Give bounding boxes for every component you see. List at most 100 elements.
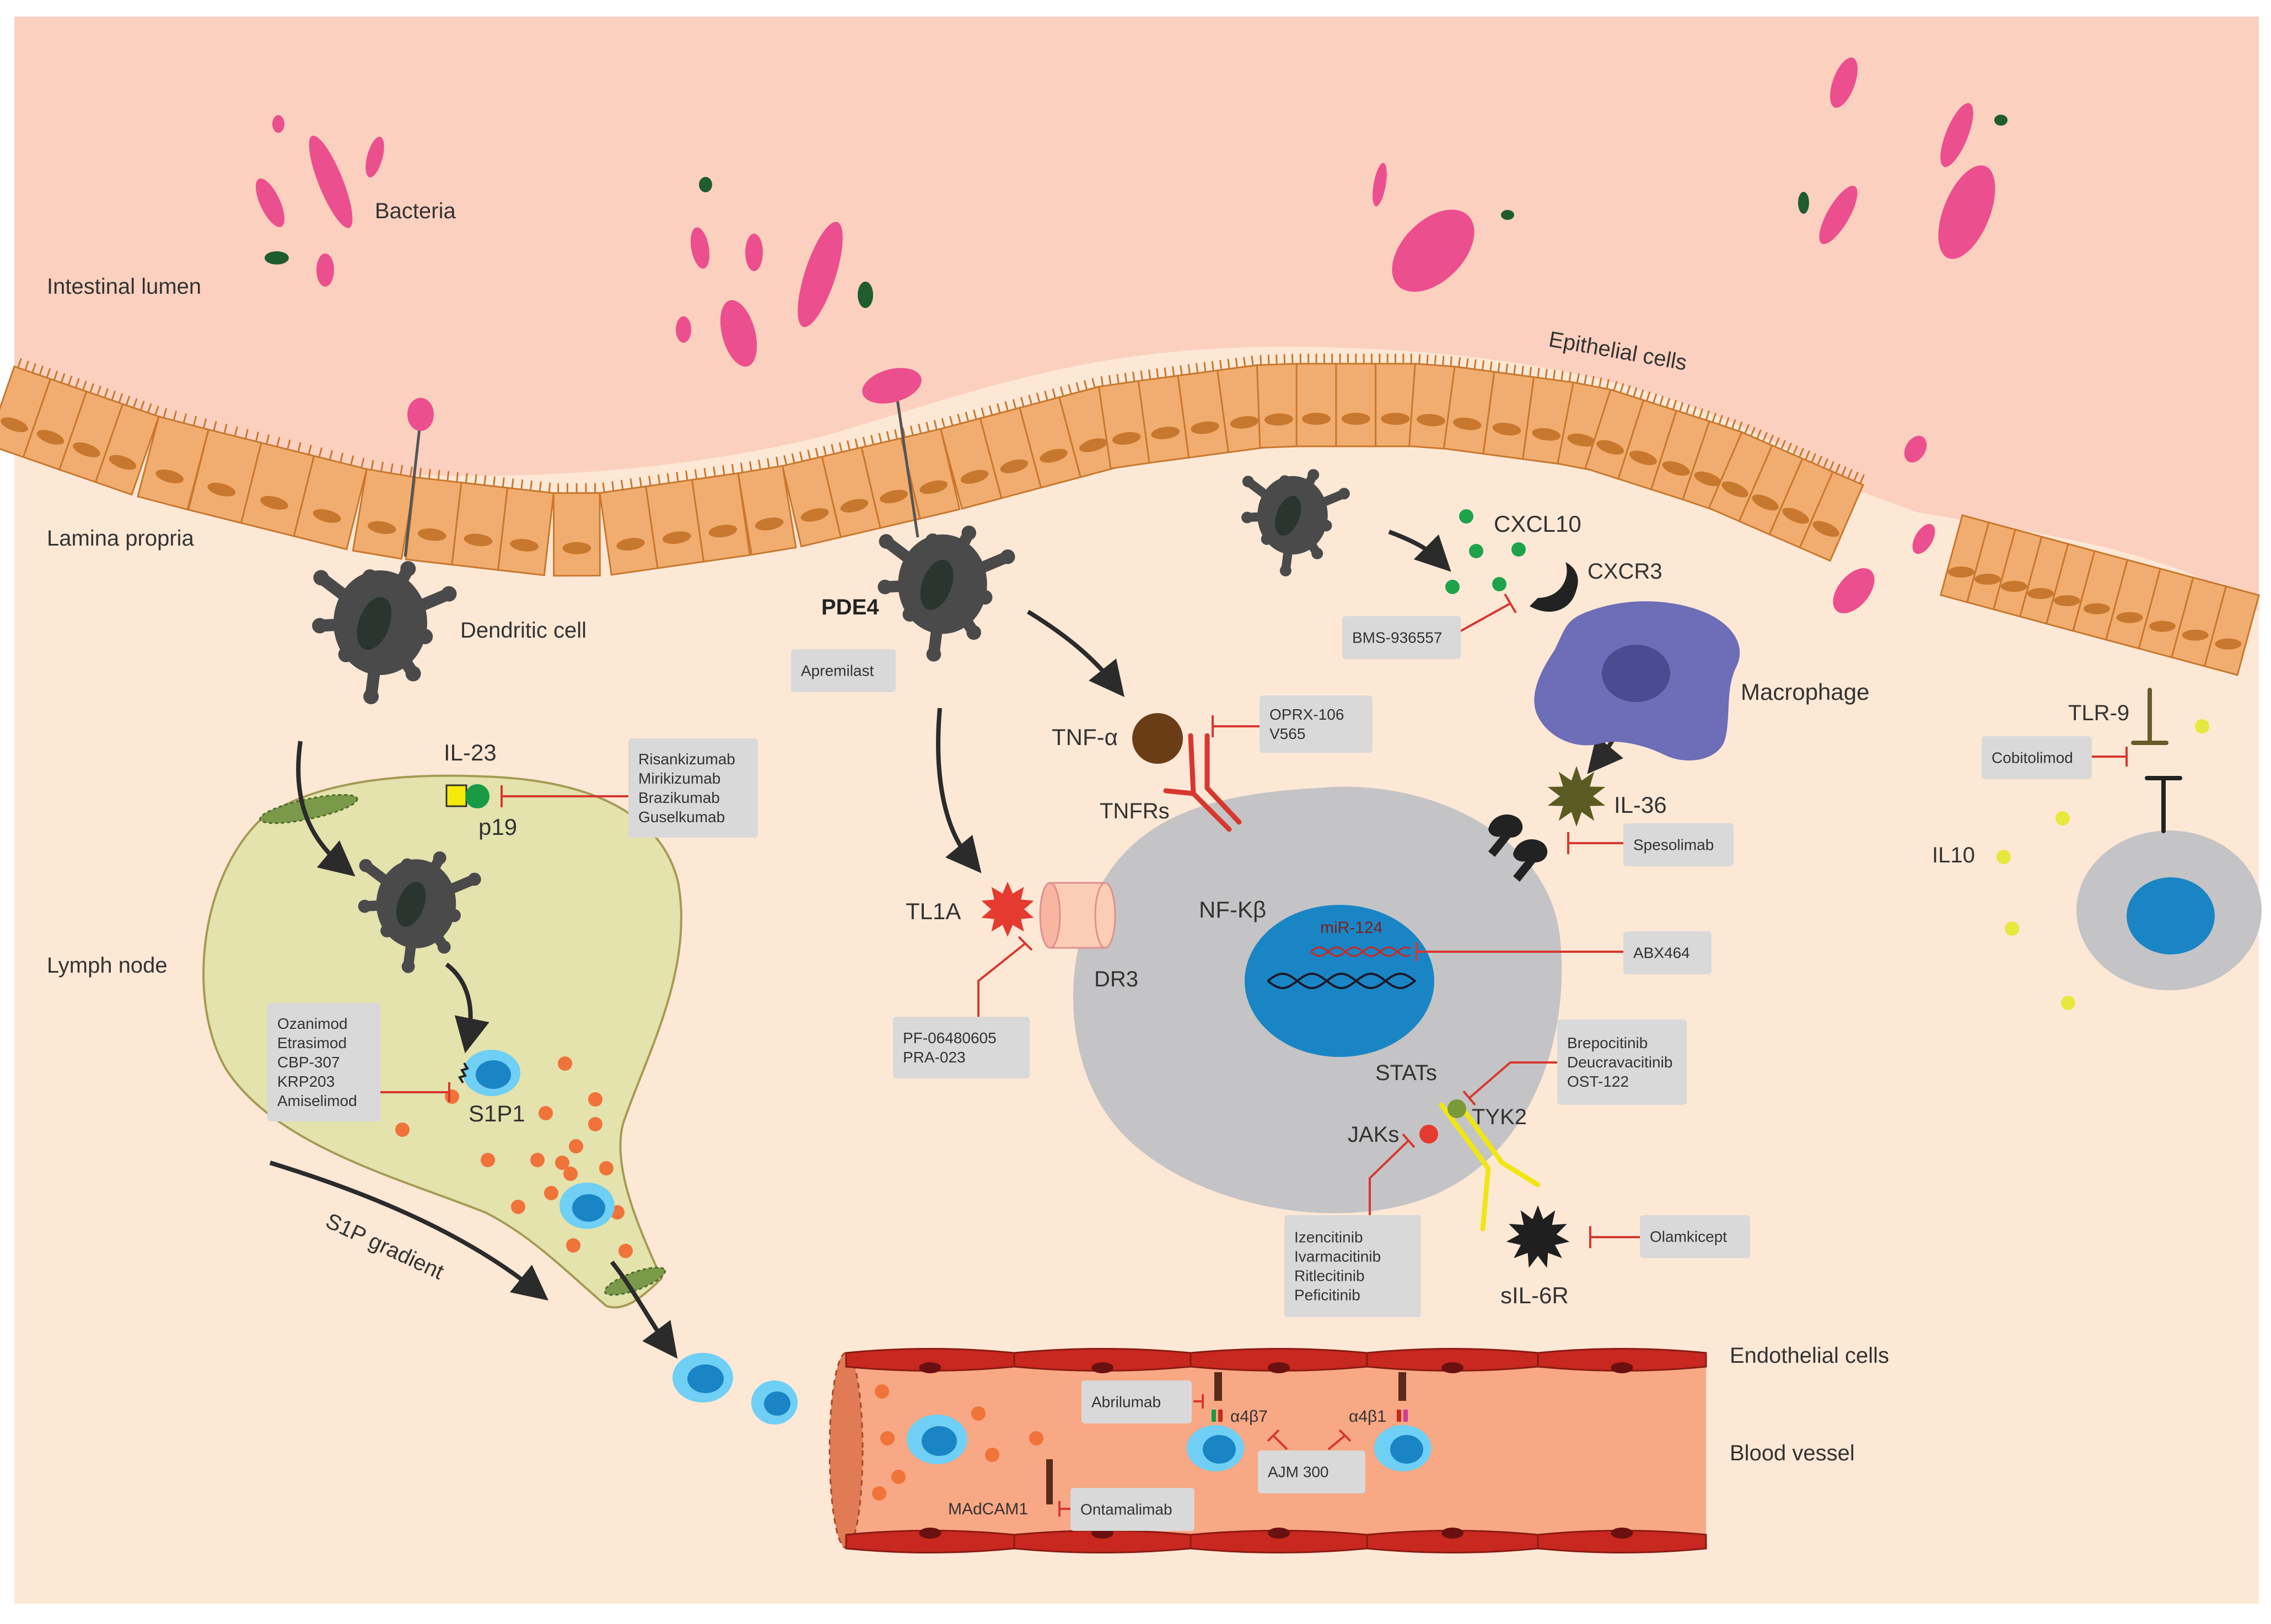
bacterium xyxy=(272,115,284,133)
s1p-molecule xyxy=(588,1117,602,1131)
epithelial-nucleus xyxy=(1662,461,1690,476)
migrating-lymphocytes xyxy=(559,1183,798,1425)
drug-name: Apremilast xyxy=(801,662,874,679)
label-a4b1: α4β1 xyxy=(1349,1407,1386,1426)
epithelial-nucleus xyxy=(1230,416,1259,429)
epithelial-nucleus xyxy=(616,538,645,551)
microvilli xyxy=(557,483,596,493)
sil6r-molecule xyxy=(1506,1205,1570,1268)
epithelial-nucleus xyxy=(800,508,829,522)
dendrite-tip xyxy=(405,666,421,682)
microvilli xyxy=(602,477,642,493)
s1p-molecule xyxy=(555,1156,569,1170)
dendritic-nucleus xyxy=(357,597,392,650)
microvilli xyxy=(941,409,977,428)
microvilli xyxy=(1457,357,1493,372)
label-tl1a: TL1A xyxy=(906,898,961,924)
il6-receptor xyxy=(1439,1099,1541,1232)
epithelial-nucleus xyxy=(367,521,396,534)
tlr9-surface-receptor xyxy=(2131,688,2168,745)
drug-box-pde4-drugs: Apremilast xyxy=(791,649,896,692)
s1p-molecule xyxy=(481,1153,495,1167)
label-tnfrs: TNFRs xyxy=(1100,799,1170,823)
epithelial-cell xyxy=(691,472,751,563)
dendrite-tip xyxy=(926,646,941,662)
epithelial-nucleus xyxy=(2149,621,2176,632)
tlr9-receptor xyxy=(2145,776,2182,833)
microvilli xyxy=(1497,362,1532,377)
microvilli xyxy=(1613,381,1644,400)
epithelial-cell xyxy=(1295,363,1337,447)
epithelial-nucleus xyxy=(1721,481,1748,498)
label-il10: IL10 xyxy=(1932,843,1975,867)
epithelial-cell xyxy=(293,455,368,551)
dendrite-tip xyxy=(400,561,416,577)
epithelial-cell xyxy=(497,487,555,576)
epithelial-cell xyxy=(900,428,961,520)
il10-molecules xyxy=(1996,719,2209,1010)
dendrite-tip xyxy=(313,570,329,586)
microvilli xyxy=(862,429,898,447)
drug-box-background xyxy=(1557,1019,1687,1105)
s1p-molecule xyxy=(891,1470,906,1484)
microvilli xyxy=(1180,361,1215,375)
epithelial-nucleus xyxy=(1381,413,1410,425)
dendrite-tip xyxy=(1311,547,1323,559)
drug-name: Ivarmacitinib xyxy=(1294,1248,1381,1265)
dendritic-nucleus xyxy=(396,882,426,927)
drug-name: Amiselimod xyxy=(277,1092,357,1109)
drug-box-a4b7-drugs: Abrilumab xyxy=(1081,1380,1192,1423)
epithelial-nucleus xyxy=(2000,581,2027,592)
drug-box-tlr9-drugs: Cobitolimod xyxy=(1982,736,2092,779)
drug-name: AJM 300 xyxy=(1268,1464,1329,1481)
microvilli xyxy=(902,420,938,438)
label-il23: IL-23 xyxy=(444,740,497,765)
label-blood-vessel: Blood vessel xyxy=(1730,1441,1855,1465)
bacterium xyxy=(365,137,384,177)
dendrite-tip xyxy=(1241,511,1253,524)
drug-name: Spesolimab xyxy=(1633,837,1714,854)
dendrite-tip xyxy=(363,688,379,704)
inhibition-lines xyxy=(380,593,2128,1517)
bacterium xyxy=(1912,524,1935,554)
bacterium xyxy=(1501,210,1514,220)
bacterium xyxy=(1994,115,2008,126)
dendrite-tip xyxy=(467,872,481,886)
epithelial-nucleus xyxy=(708,525,738,538)
dendrite-tip xyxy=(1242,476,1254,488)
bacterium xyxy=(676,316,691,343)
drug-box-background xyxy=(1081,1380,1192,1423)
drug-name: Ontamalimab xyxy=(1080,1501,1172,1518)
microvilli xyxy=(318,447,365,468)
epithelial-cell xyxy=(137,416,210,511)
lymph-node xyxy=(202,774,683,1309)
tl1a-ligand xyxy=(981,882,1034,937)
epithelial-nucleus xyxy=(1,417,28,433)
dendrite-tip xyxy=(1307,469,1320,481)
drug-name: Peficitinib xyxy=(1294,1287,1360,1304)
microvilli xyxy=(1805,450,1835,471)
label-tnf-alpha: TNF-α xyxy=(1052,724,1118,750)
label-endothelial-cells: Endothelial cells xyxy=(1730,1344,1889,1368)
tnfr-receptor xyxy=(1163,733,1242,832)
microvilli xyxy=(266,434,312,455)
drug-name: Abrilumab xyxy=(1091,1394,1161,1411)
microvilli xyxy=(1379,354,1412,364)
dendrite-tip xyxy=(437,940,451,954)
epithelial-cell xyxy=(1335,363,1377,447)
epithelial-nucleus xyxy=(73,442,100,457)
label-macrophage: Macrophage xyxy=(1741,679,1869,705)
s1p-molecule xyxy=(539,1106,553,1120)
endothelial-nucleus xyxy=(1441,1528,1463,1539)
drug-name: CBP-307 xyxy=(277,1054,340,1071)
drug-name: Ritlecitinib xyxy=(1294,1267,1365,1285)
label-s1p1: S1P1 xyxy=(469,1100,525,1126)
epithelial-cell xyxy=(1799,471,1864,562)
drug-box-background xyxy=(893,1017,1030,1078)
microvilli xyxy=(1260,354,1294,365)
label-a4b7: α4β7 xyxy=(1230,1407,1268,1426)
epithelial-nucleus xyxy=(1302,413,1331,425)
drug-box-jak-drugs: IzencitinibIvarmacitinibRitlecitinibPefi… xyxy=(1284,1215,1421,1317)
epithelial-nucleus xyxy=(1112,431,1141,445)
